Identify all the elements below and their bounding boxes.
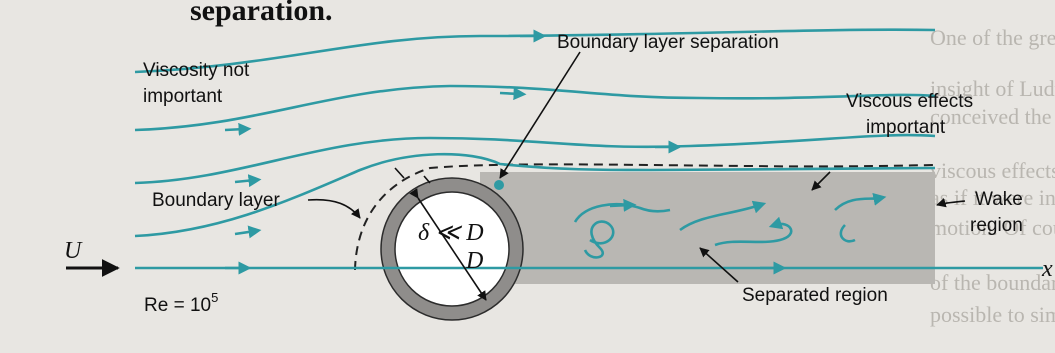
wake-region-shading xyxy=(480,172,935,284)
background-text-line: possible to simplify the analysis by usi… xyxy=(930,302,1055,327)
streamline xyxy=(134,28,936,74)
delta-tick xyxy=(394,167,405,179)
flow-arrow-icon xyxy=(224,122,252,136)
reynolds-exponent: 5 xyxy=(211,290,218,305)
boundary-layer-leader xyxy=(307,198,361,219)
label-boundary-layer: Boundary layer xyxy=(152,190,280,211)
label-viscous-effects-important: Viscous effects xyxy=(846,91,973,112)
label-x-axis: x xyxy=(1041,256,1053,282)
background-text-line: as if it were inviscid. This means that … xyxy=(930,185,1055,210)
eddy xyxy=(714,216,793,247)
background-text: One of the great advancements in fluid m… xyxy=(930,25,1055,327)
streamlines xyxy=(134,28,936,270)
label-wake-region: Wake xyxy=(975,189,1023,210)
leader-lines xyxy=(307,51,966,283)
separation-leader xyxy=(499,51,581,179)
eddy xyxy=(679,200,767,232)
eddy xyxy=(573,202,671,223)
eddy xyxy=(583,220,615,259)
background-text-line: One of the great advancements in fluid m… xyxy=(930,25,1055,50)
separated-region-leader xyxy=(699,247,739,283)
boundary-layer-edge xyxy=(354,163,936,271)
label-boundary-layer-separation: Boundary layer separation xyxy=(557,32,779,53)
label-viscous-effects-important: important xyxy=(866,117,946,138)
streamline xyxy=(134,152,936,238)
background-text-line: of the boundary layer. As in the previou… xyxy=(930,270,1055,295)
diameter-arrow-icon xyxy=(409,188,487,301)
eddy xyxy=(839,224,856,243)
label-reynolds-number: Re = 105 xyxy=(144,290,218,316)
separation-point xyxy=(494,180,504,190)
reynolds-prefix: Re = 10 xyxy=(144,295,211,316)
label-free-stream-velocity: U xyxy=(64,238,83,264)
streamline xyxy=(134,133,936,185)
label-separated-region: Separated region xyxy=(742,285,888,306)
flow-arrow-icon xyxy=(234,174,262,188)
wake-eddies xyxy=(573,192,887,259)
label-diameter: D xyxy=(465,248,483,274)
streamline-arrows xyxy=(224,29,787,275)
background-text-line: insight of Ludwig Prandtl (1875–1953), a… xyxy=(930,76,1055,101)
label-viscosity-not-important: important xyxy=(143,86,223,107)
streamline xyxy=(134,84,936,132)
eddy xyxy=(834,192,887,211)
flow-arrow-icon xyxy=(609,198,637,212)
delta-tick xyxy=(423,175,431,184)
label-delta-relation: δ ≪ D xyxy=(418,220,484,246)
background-text-line: motion. Of course the velocity gradients… xyxy=(930,215,1055,240)
flow-arrow-icon xyxy=(499,87,527,101)
wake-leader xyxy=(936,198,966,208)
background-text-line: conceived the idea of the boundary layer… xyxy=(930,104,1055,129)
background-text-line: viscous effects are important and outsid… xyxy=(930,158,1055,183)
viscous-leader xyxy=(811,171,831,191)
flow-arrow-icon xyxy=(234,225,262,239)
label-wake-region: region xyxy=(970,215,1023,236)
heading-text: separation. xyxy=(190,0,333,27)
label-viscosity-not-important: Viscosity not xyxy=(143,60,250,81)
